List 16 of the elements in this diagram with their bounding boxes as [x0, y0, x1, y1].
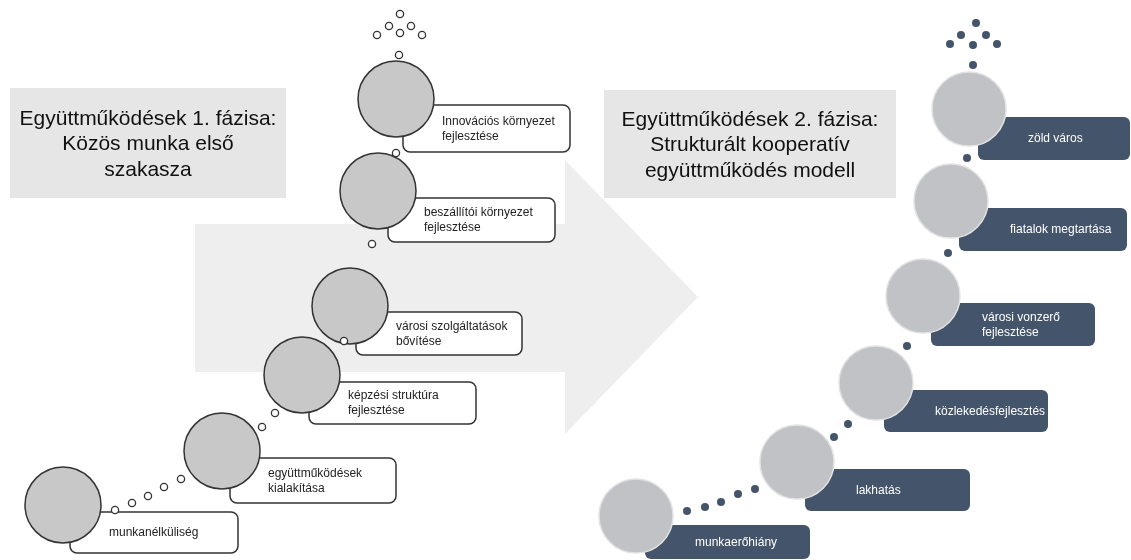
- phase-title: Együttműködések 1. fázisa: Közös munka első szakasza: [18, 105, 278, 181]
- step-label: városi szolgáltatások bővítése: [396, 318, 509, 349]
- step-label: munkanélküliség: [109, 525, 199, 540]
- step-label: zöld város: [1028, 131, 1083, 146]
- step-label: képzési struktúra fejlesztése: [348, 388, 440, 418]
- step-label: Innovációs környezet fejlesztése: [442, 113, 556, 144]
- step-label: fiatalok megtartása: [1010, 222, 1112, 237]
- step-label: együttműködések kialakítása: [268, 465, 364, 496]
- phase-title: Együttműködések 2. fázisa: Strukturált kooperatív együttműködés modell: [620, 106, 880, 182]
- phase-title-box: [604, 90, 896, 198]
- step-label: munkaerőhiány: [695, 534, 778, 550]
- step-label: közlekedésfejlesztés: [935, 403, 1046, 419]
- step-label: beszállítói környezet fejlesztése: [424, 205, 534, 235]
- phase-title-box: [10, 88, 286, 198]
- step-label: városi vonzerő fejlesztése: [982, 309, 1062, 340]
- step-label: lakhatás: [856, 482, 901, 498]
